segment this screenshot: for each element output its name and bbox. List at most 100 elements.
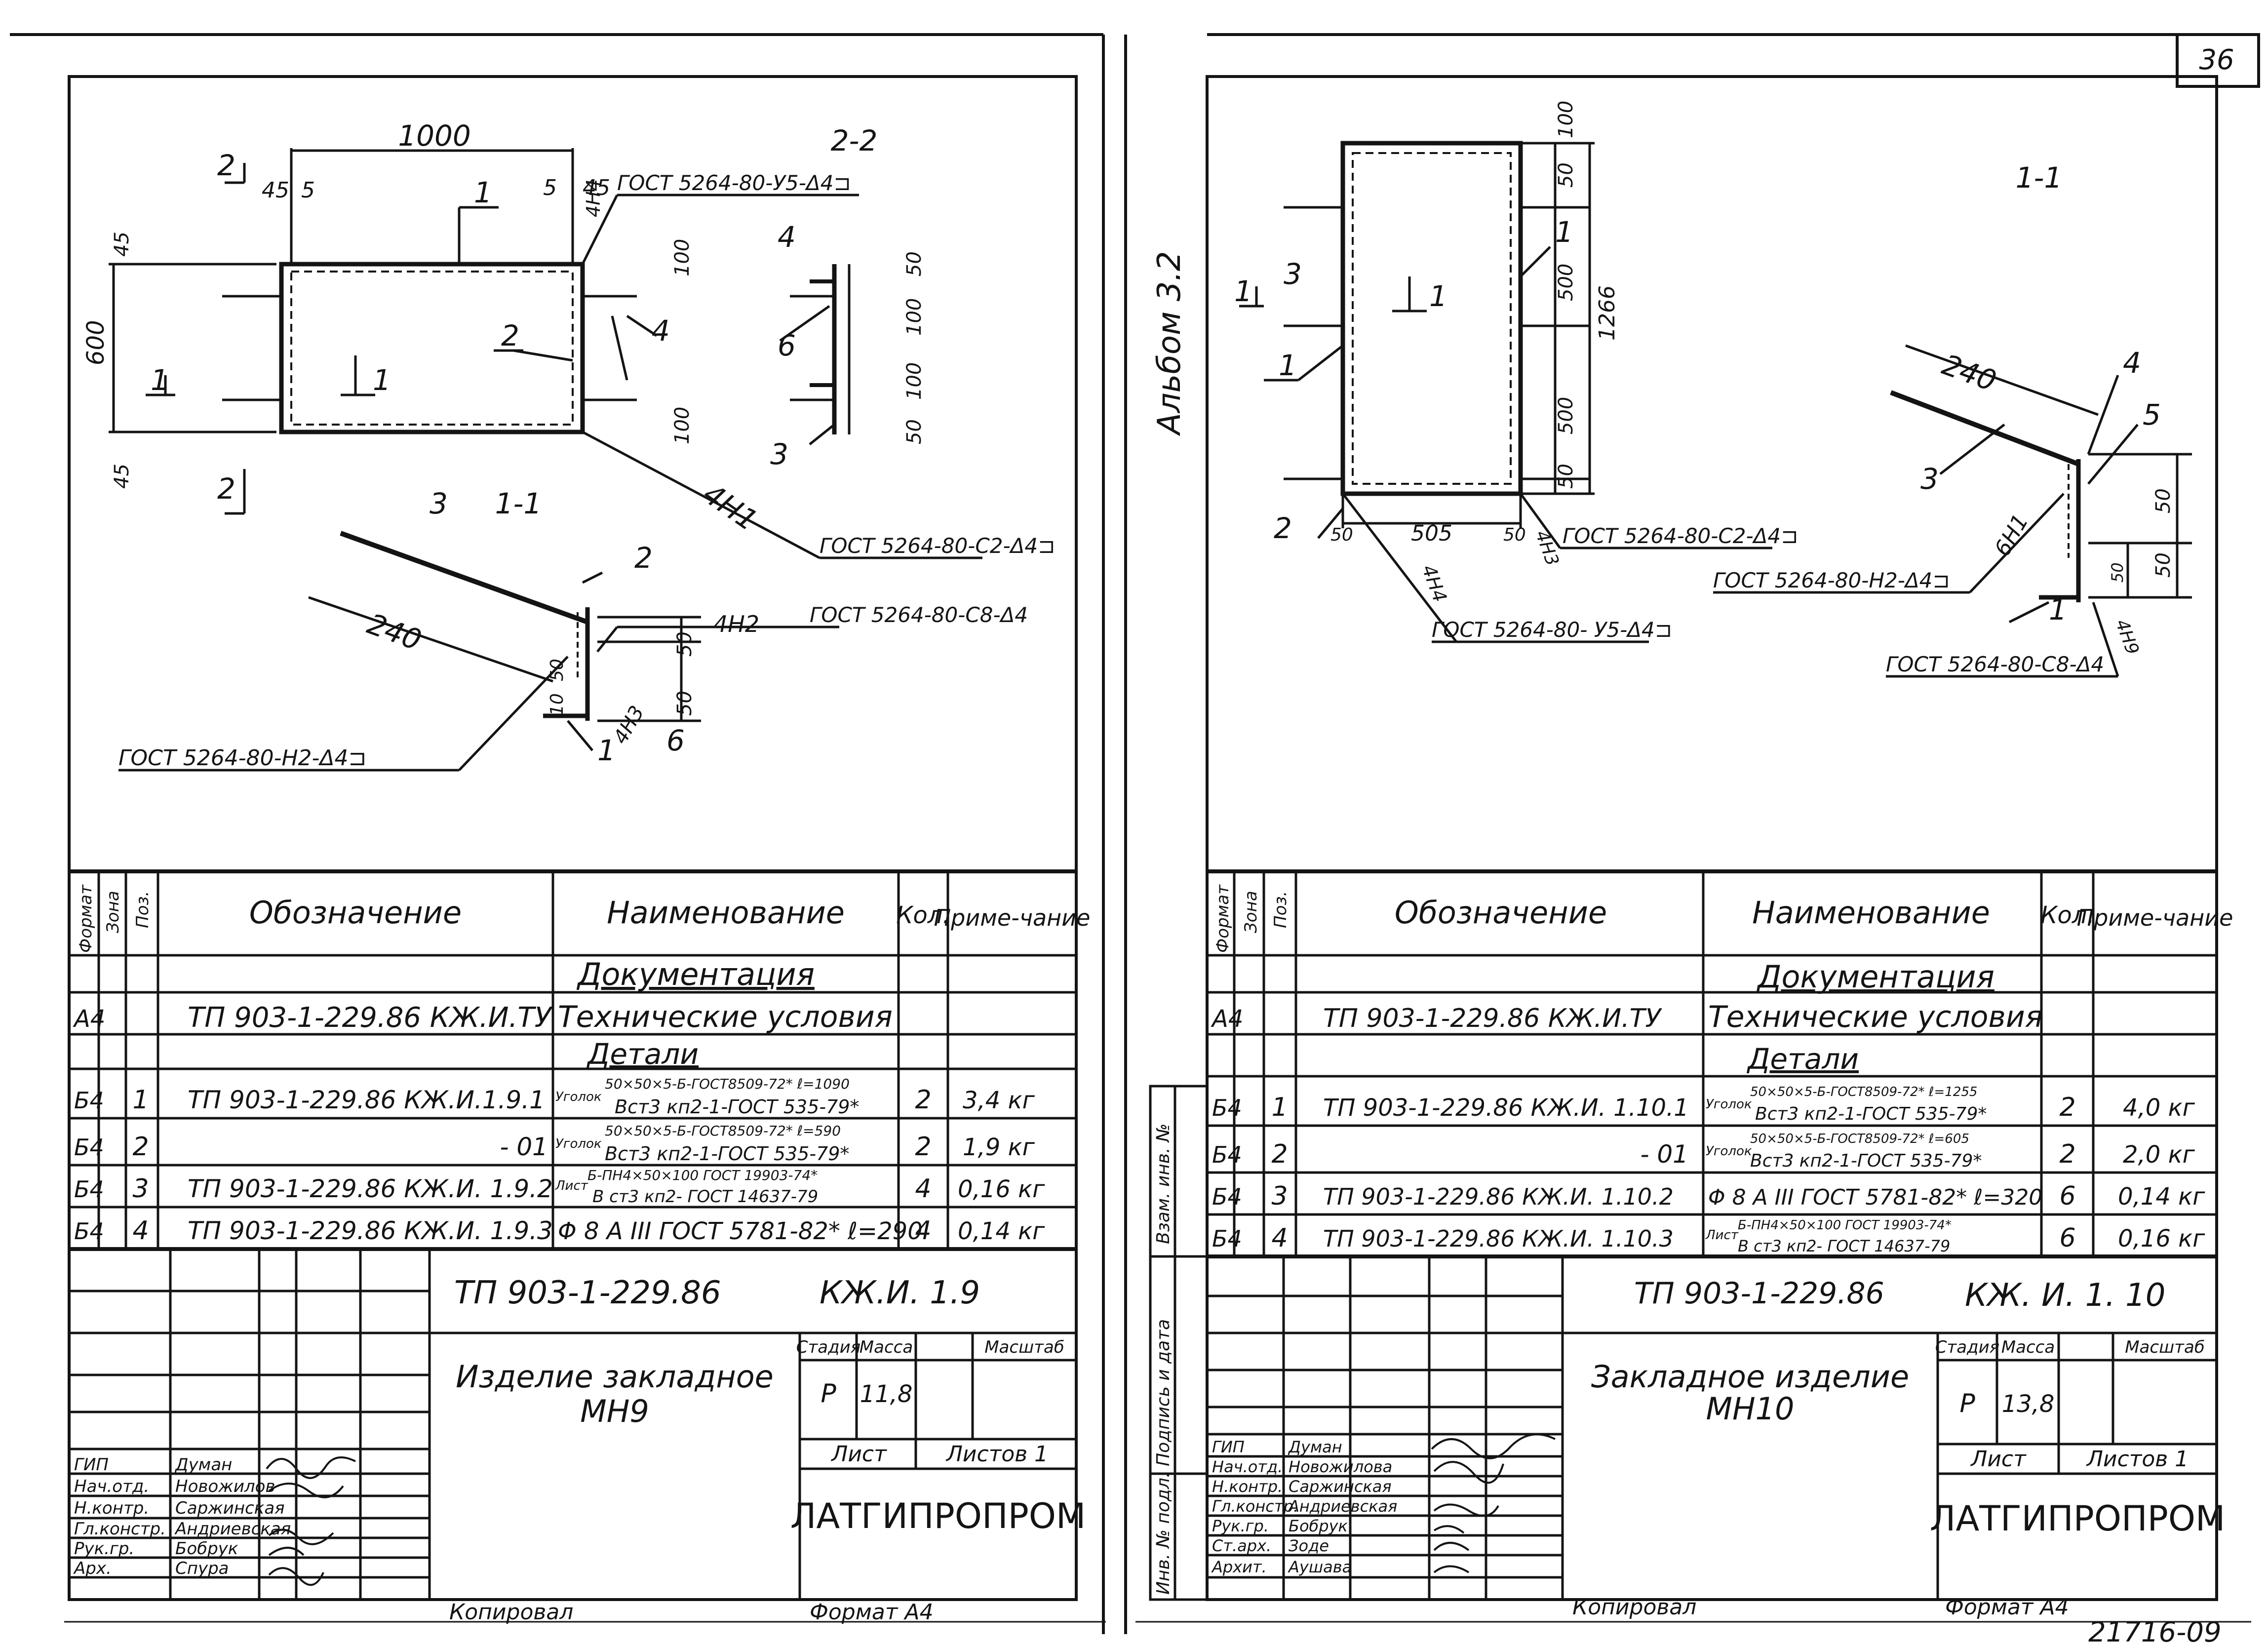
row-name-bottom: В ст3 кп2- ГОСТ 14637-79: [1738, 1237, 1950, 1255]
page-number: 36: [2199, 44, 2234, 76]
row-pos: 1: [1271, 1093, 1288, 1122]
title-code: ТП 903-1-229.86: [454, 1275, 721, 1311]
row-pos: 3: [1271, 1181, 1288, 1211]
row-note: 2,0 кг: [2123, 1141, 2195, 1169]
role-label: Н.контр.: [1212, 1477, 1283, 1496]
person-name: Саржинская: [1289, 1477, 1392, 1496]
gost-label: ГОСТ 5264-80-С2-Δ4⊐: [820, 534, 1055, 558]
table-header-designation: Обозначение: [249, 895, 462, 931]
row-designation: - 01: [500, 1133, 548, 1161]
row-format: Б4: [1212, 1183, 1242, 1210]
person-name: Саржинская: [175, 1498, 285, 1518]
dim-50: 50: [1330, 525, 1353, 545]
row-name-top: 50×50×5-Б-ГОСТ8509-72* ℓ=590: [605, 1123, 841, 1139]
section-mark: 1: [1234, 274, 1252, 308]
table-row: Б4 4 ТП 903-1-229.86 КЖ.И. 1.10.3 Лист Б…: [1212, 1218, 2205, 1255]
row-note: 4,0 кг: [2123, 1094, 2195, 1122]
dim-50: 50: [1555, 162, 1577, 188]
row-note: 1,9 кг: [963, 1134, 1035, 1161]
row-name-bottom: Вст3 кп2-1-ГОСТ 535-79*: [615, 1096, 859, 1118]
format-label: Формат А4: [1945, 1595, 2069, 1620]
person-name: Спура: [175, 1559, 229, 1578]
table-header-zone: Зона: [1241, 891, 1261, 933]
role-label: Н.контр.: [74, 1498, 149, 1518]
row-name-top: Б-ПН4×50×100 ГОСТ 19903-74*: [1738, 1218, 1952, 1233]
pos-label: 3: [430, 487, 448, 520]
stage-value: Р: [821, 1379, 836, 1409]
table-header-note: Приме-чание: [934, 904, 1091, 931]
doc-designation: ТП 903-1-229.86 КЖ.И.ТУ: [188, 1002, 553, 1034]
stamp-sign: Подпись и дата: [1153, 1319, 1173, 1466]
dim-600: 600: [82, 320, 110, 365]
dim-100: 100: [671, 407, 694, 444]
dim-10: 10: [547, 693, 567, 716]
gost-label: ГОСТ 5264-80-Н2-Δ4⊐: [1713, 568, 1950, 592]
copied-label: Копировал: [449, 1600, 573, 1625]
sheet-label: Лист: [1970, 1447, 2027, 1472]
role-label: Архит.: [1211, 1558, 1267, 1576]
weld-mark: 4Н4: [583, 179, 604, 217]
side-stamp: Инв. № подл. Подпись и дата Взам. инв. №: [1149, 1085, 1209, 1601]
row-designation: ТП 903-1-229.86 КЖ.И. 1.9.2: [188, 1174, 553, 1203]
row-name-prefix: Уголок: [555, 1136, 602, 1151]
left-drawing: 1000 2-2 2 2 45 5 5 45 4Н4 ГОСТ 5264-80-…: [82, 119, 1055, 772]
row-format: Б4: [74, 1087, 104, 1114]
table-header-format: Формат: [1213, 884, 1233, 953]
pos-label: 2: [1274, 511, 1292, 545]
pos-label: 1: [1279, 349, 1297, 382]
stage-value: Р: [1959, 1389, 1975, 1418]
dim-505: 505: [1411, 521, 1452, 546]
person-name: Новожилов: [175, 1477, 275, 1496]
row-qty: 4: [915, 1216, 931, 1246]
table-row: Б4 3 ТП 903-1-229.86 КЖ.И. 1.9.2 Лист Б-…: [74, 1167, 1045, 1207]
table-header-format: Формат: [76, 884, 96, 953]
section-mark: 2: [217, 149, 235, 182]
gost-label: ГОСТ 5264-80-С8-Δ4: [810, 603, 1028, 627]
role-label: Нач.отд.: [1212, 1457, 1283, 1476]
pos-label: 2: [634, 541, 653, 575]
product-name: Закладное изделие: [1591, 1359, 1909, 1395]
row-note: 0,14 кг: [958, 1217, 1045, 1245]
dim-240: 240: [363, 607, 426, 657]
dim-50: 50: [1555, 464, 1577, 489]
person-name: Думан: [1288, 1438, 1342, 1456]
pos-label: 3: [1284, 257, 1302, 291]
dim-1000: 1000: [398, 119, 471, 153]
row-format: Б4: [74, 1134, 104, 1161]
table-row: Б4 2 - 01 Уголок 50×50×5-Б-ГОСТ8509-72* …: [1212, 1132, 2195, 1171]
doc-format: А4: [73, 1005, 105, 1033]
row-note: 0,16 кг: [958, 1175, 1045, 1203]
section-mark: 2: [217, 472, 235, 506]
dim-5: 5: [543, 175, 557, 200]
title-sheet-code: КЖ.И. 1.9: [820, 1275, 980, 1311]
dim-5: 5: [301, 178, 315, 203]
gost-label: ГОСТ 5264-80-С2-Δ4⊐: [1563, 524, 1798, 548]
section-label-1-1: 1-1: [2016, 161, 2063, 195]
row-name-prefix: Уголок: [555, 1090, 602, 1104]
dim-10: 50: [2108, 562, 2127, 583]
section-mark: 1: [151, 363, 169, 397]
row-name-prefix: Лист: [555, 1178, 588, 1193]
dim-50: 50: [903, 419, 926, 444]
row-name-top: 50×50×5-Б-ГОСТ8509-72* ℓ=605: [1750, 1132, 1969, 1146]
right-drawing: 1-1 1 1 3 1 1 2 100 50 500 1266 500 50 5…: [1234, 101, 2192, 678]
dim-240: 240: [1938, 348, 2000, 398]
row-qty: 2: [2059, 1093, 2075, 1122]
stamp-replace: Взам. инв. №: [1153, 1124, 1173, 1244]
row-name-prefix: Лист: [1705, 1228, 1739, 1243]
role-label: Гл.констр.: [74, 1519, 166, 1539]
row-name: Φ 8 А ⅠⅠⅠ ГОСТ 5781-82* ℓ=290: [558, 1217, 923, 1245]
row-name-top: Б-ПН4×50×100 ГОСТ 19903-74*: [587, 1167, 818, 1183]
gost-label: ГОСТ 5264-80-С8-Δ4: [1886, 652, 2104, 676]
row-qty: 6: [2059, 1223, 2075, 1253]
dim-100: 100: [671, 239, 694, 276]
row-designation: ТП 903-1-229.86 КЖ.И. 1.10.3: [1323, 1225, 1674, 1252]
dim-100: 100: [903, 362, 926, 400]
person-name: Новожилова: [1289, 1457, 1392, 1476]
row-name-top: 50×50×5-Б-ГОСТ8509-72* ℓ=1255: [1750, 1085, 1977, 1099]
role-label: Ст.арх.: [1212, 1536, 1271, 1555]
weld-mark: 6Н1: [1990, 510, 2033, 561]
row-name-bottom: Вст3 кп2-1-ГОСТ 535-79*: [605, 1143, 849, 1165]
person-name: Зоде: [1289, 1536, 1329, 1555]
